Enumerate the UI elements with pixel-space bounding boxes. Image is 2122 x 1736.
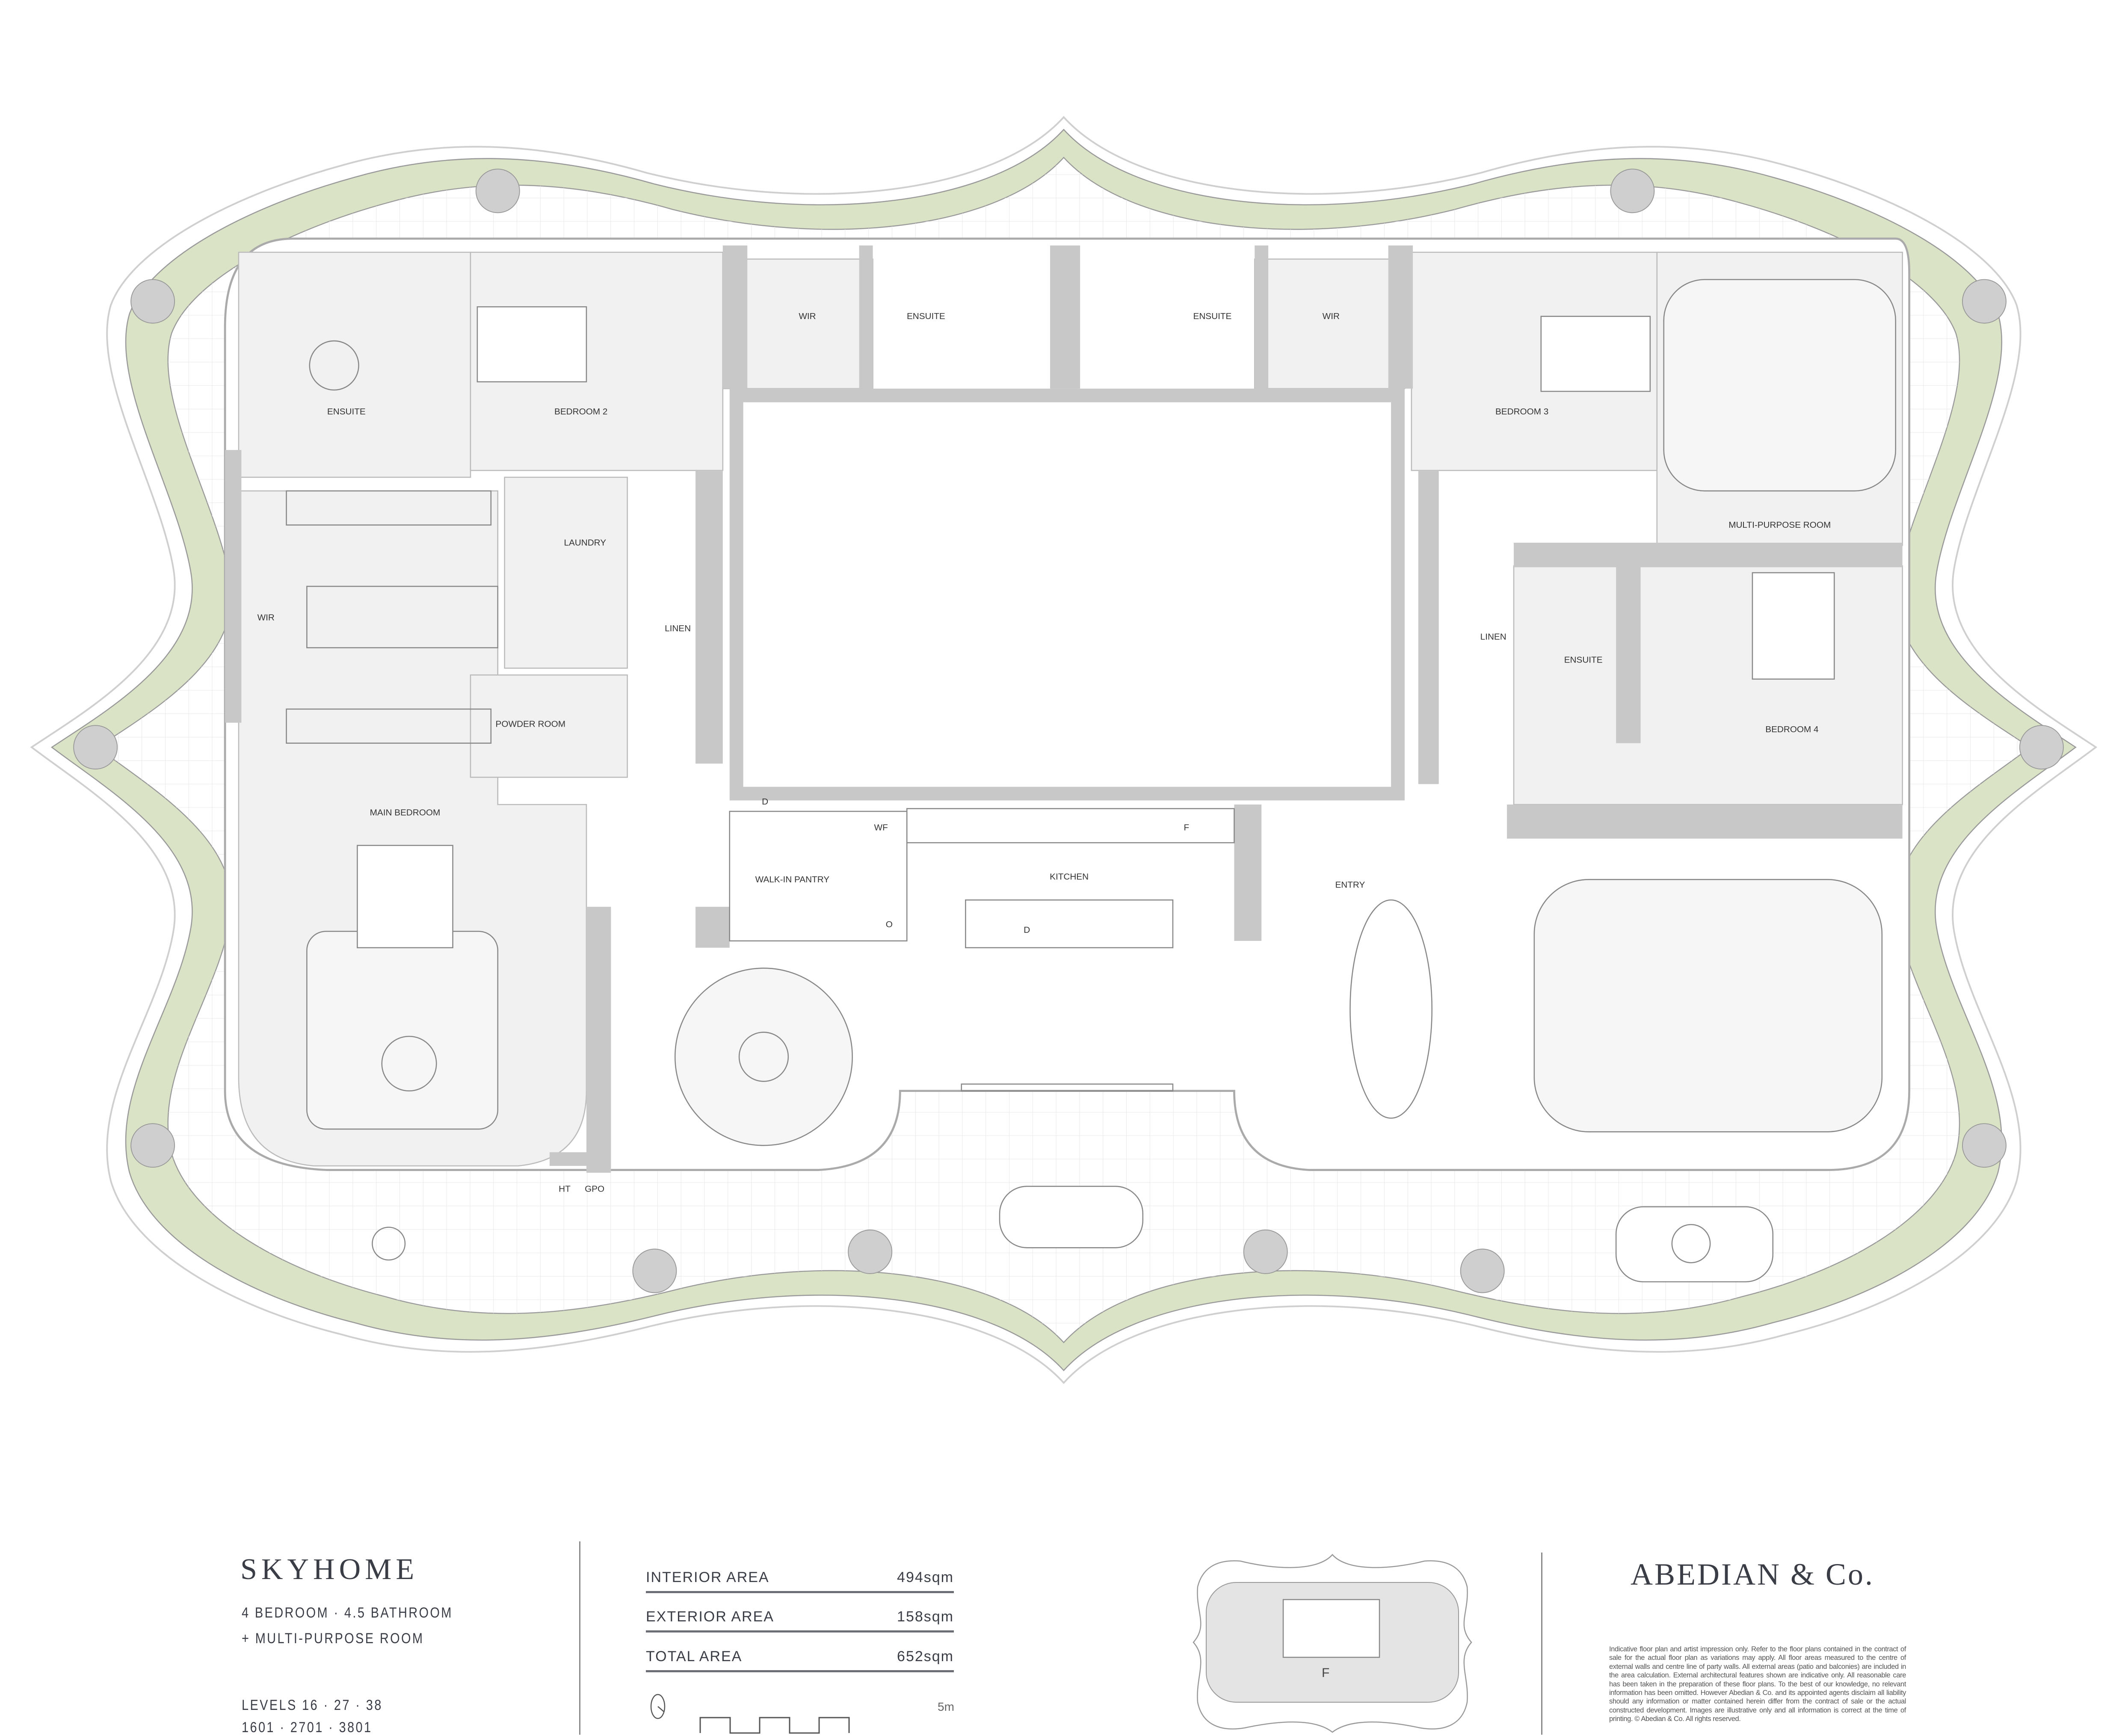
divider <box>579 1541 580 1735</box>
area-label: INTERIOR AREA <box>646 1569 769 1585</box>
room-label-wir: WIR <box>799 311 816 321</box>
room-label-bedroom-3: BEDROOM 3 <box>1495 407 1548 417</box>
area-row-total: TOTAL AREA 652sqm <box>646 1644 954 1672</box>
label-ht: HT <box>559 1184 571 1194</box>
area-value: 652sqm <box>897 1648 954 1665</box>
label-wf: WF <box>874 823 888 833</box>
core-void <box>729 388 1405 801</box>
room-label-linen: LINEN <box>1480 632 1506 642</box>
product-title: SKYHOME <box>240 1553 419 1586</box>
key-plan <box>1193 1554 1472 1733</box>
area-value: 494sqm <box>897 1569 954 1585</box>
disclaimer: Indicative floor plan and artist impress… <box>1609 1645 1906 1723</box>
area-row-interior: INTERIOR AREA 494sqm <box>646 1565 954 1593</box>
label-dishwasher: D <box>762 797 768 807</box>
scale-bar <box>699 1717 850 1734</box>
config-line-1: 4 BEDROOM · 4.5 BATHROOM <box>242 1605 453 1621</box>
levels: LEVELS 16 · 27 · 38 <box>242 1697 383 1713</box>
room-label-main-bedroom: MAIN BEDROOM <box>370 808 441 818</box>
room-label-entry: ENTRY <box>1335 880 1365 890</box>
area-label: EXTERIOR AREA <box>646 1609 774 1625</box>
north-arrow-icon <box>650 1694 666 1719</box>
room-labels: WIR ENSUITE ENSUITE WIR ENSUITE BEDROOM … <box>257 311 1831 1194</box>
room-label-ensuite: ENSUITE <box>1564 655 1603 665</box>
brand-logo: ABEDIAN & Co. <box>1631 1557 1874 1591</box>
area-value: 158sqm <box>897 1609 954 1625</box>
north-and-scale <box>650 1694 850 1734</box>
config-line-2: + MULTI-PURPOSE ROOM <box>242 1630 424 1647</box>
label-dishwasher: D <box>1024 925 1030 935</box>
room-label-wir: WIR <box>257 613 275 623</box>
label-gpo: GPO <box>585 1184 604 1194</box>
room-label-wir: WIR <box>1323 311 1340 321</box>
room-label-ensuite: ENSUITE <box>327 407 366 417</box>
room-label-kitchen: KITCHEN <box>1050 872 1089 881</box>
room-label-laundry: LAUNDRY <box>564 538 606 547</box>
unit-numbers: 1601 · 2701 · 3801 <box>242 1719 373 1736</box>
walls <box>225 245 1903 1173</box>
area-row-exterior: EXTERIOR AREA 158sqm <box>646 1605 954 1632</box>
room-label-powder-room: POWDER ROOM <box>496 719 565 729</box>
divider <box>1541 1553 1542 1735</box>
room-label-ensuite: ENSUITE <box>1193 311 1232 321</box>
label-oven: O <box>886 920 893 929</box>
columns <box>73 169 2064 1293</box>
room-label-multi-purpose: MULTI-PURPOSE ROOM <box>1728 520 1831 530</box>
room-label-ensuite: ENSUITE <box>907 311 945 321</box>
label-fridge: F <box>1184 823 1189 833</box>
area-label: TOTAL AREA <box>646 1648 743 1665</box>
room-label-bedroom-2: BEDROOM 2 <box>554 407 607 417</box>
floor-plan: WIR ENSUITE ENSUITE WIR ENSUITE BEDROOM … <box>30 116 2097 1384</box>
room-label-walk-in-pantry: WALK-IN PANTRY <box>755 875 830 884</box>
furniture <box>286 279 1897 1283</box>
room-label-bedroom-4: BEDROOM 4 <box>1765 725 1818 734</box>
scale-label: 5m <box>938 1700 954 1713</box>
room-label-linen: LINEN <box>665 624 691 633</box>
key-plan-label: F <box>1322 1666 1330 1680</box>
